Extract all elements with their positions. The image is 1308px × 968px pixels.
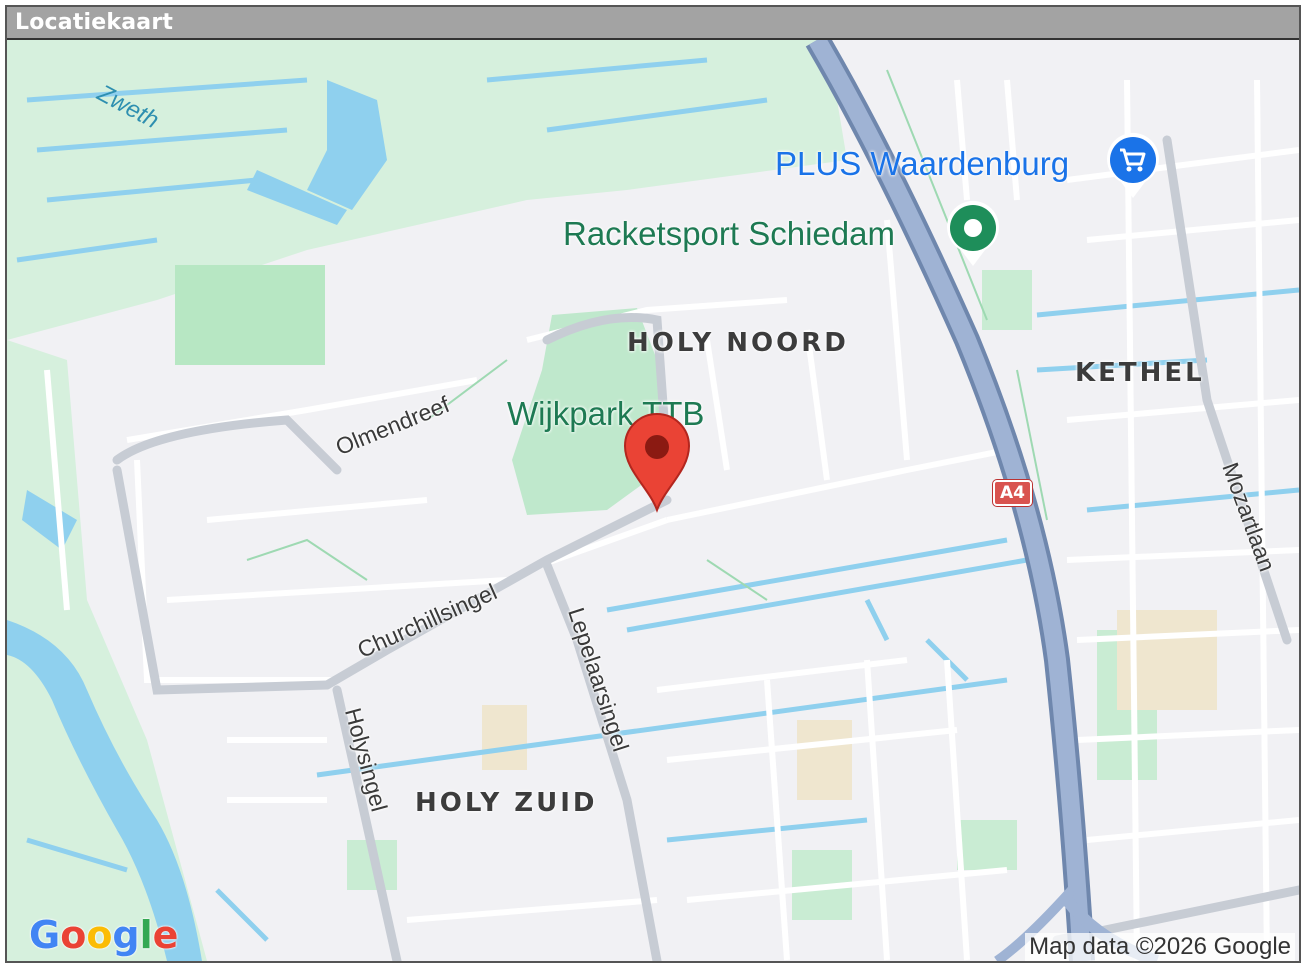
location-pin-icon[interactable]: [943, 200, 1003, 270]
map-attribution: Map data ©2026 Google: [1025, 933, 1295, 961]
map-background: [7, 40, 1299, 961]
shopping-cart-icon[interactable]: [1103, 132, 1163, 202]
title-bar: Locatiekaart: [7, 7, 1299, 40]
google-logo: Google: [29, 913, 179, 957]
map-window: Locatiekaart: [5, 5, 1301, 963]
window-title: Locatiekaart: [15, 10, 174, 35]
highway-shield: A4: [993, 480, 1032, 506]
location-marker-icon[interactable]: [619, 410, 695, 514]
map-canvas[interactable]: Zweth HOLY NOORD KETHEL HOLY ZUID Olmend…: [7, 40, 1299, 961]
